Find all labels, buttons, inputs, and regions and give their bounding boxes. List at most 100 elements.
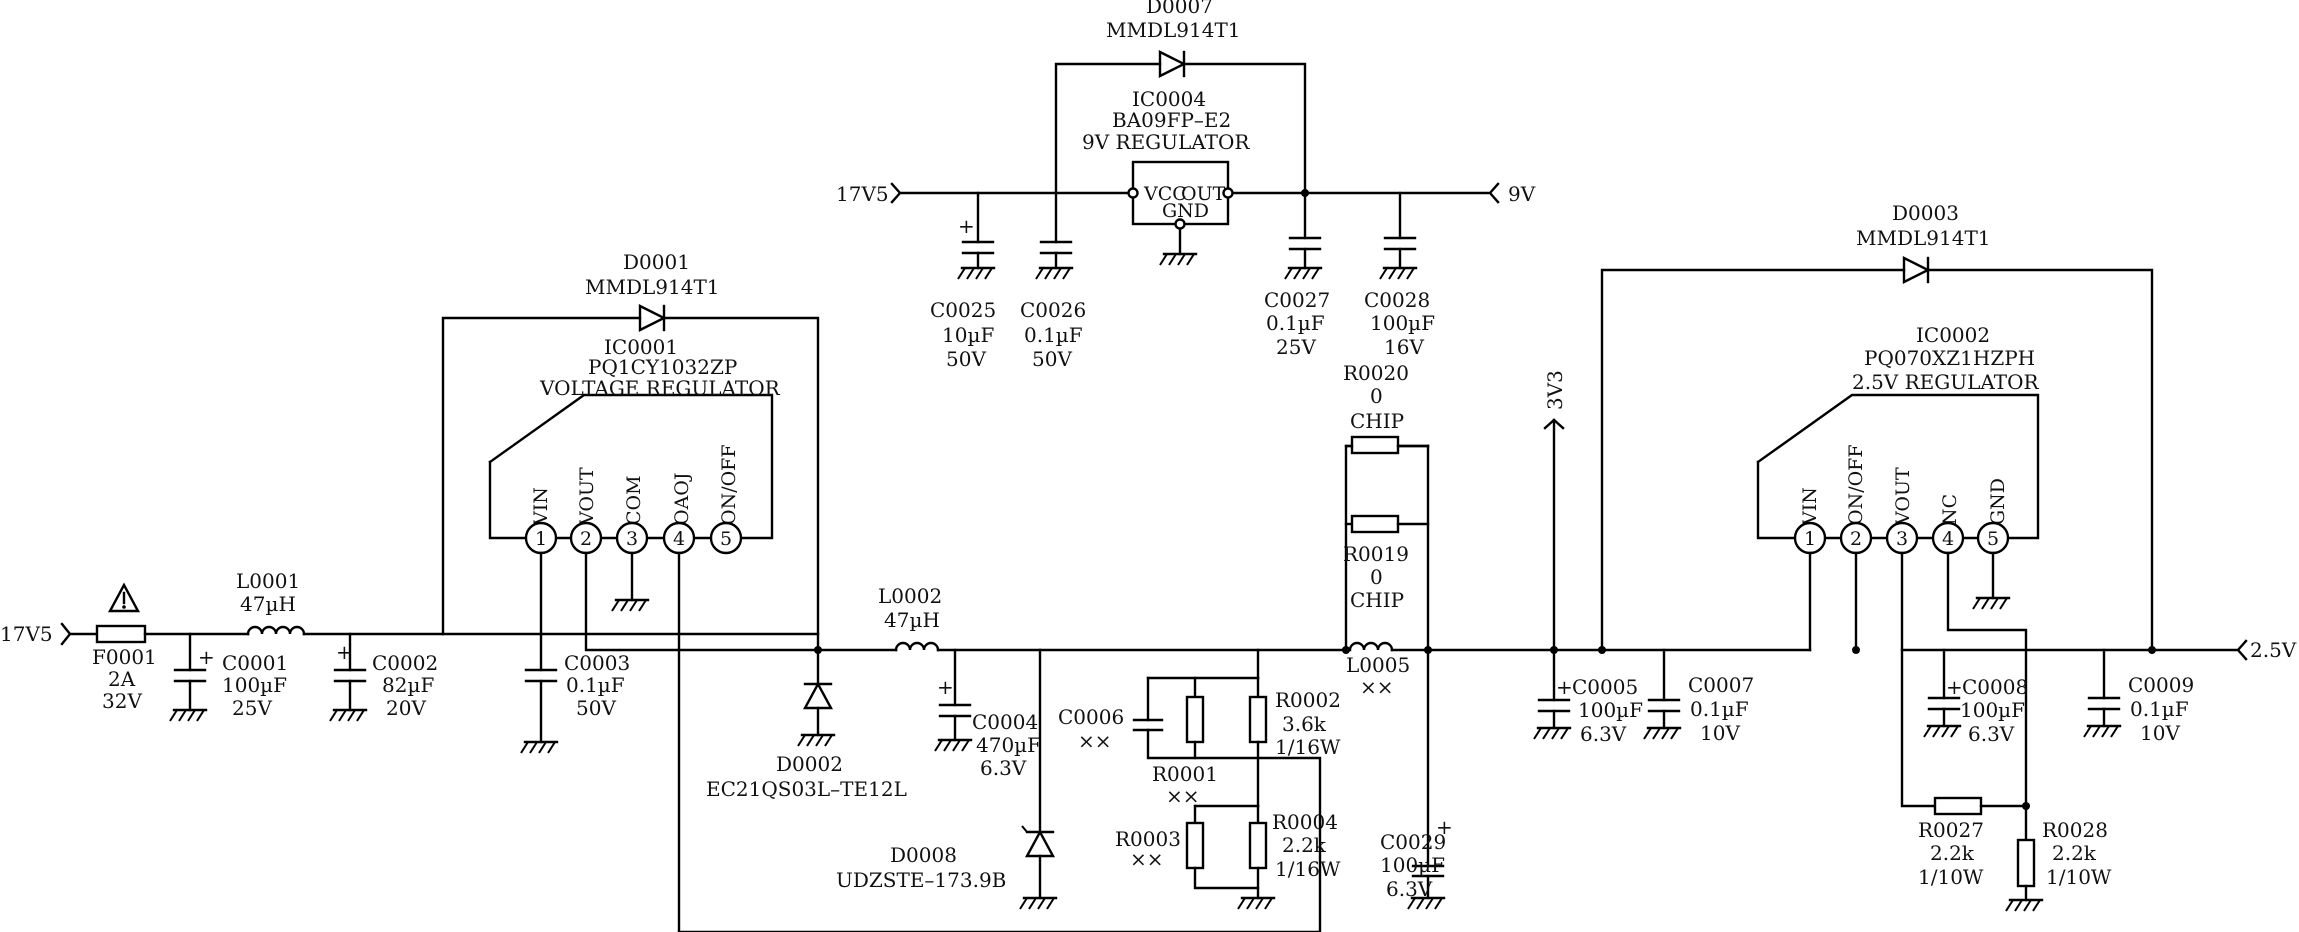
svg-text:C0026: C0026: [1020, 298, 1086, 322]
svg-text:××: ××: [1360, 675, 1394, 699]
svg-text:9V: 9V: [1508, 182, 1536, 206]
svg-text:R0004: R0004: [1272, 810, 1338, 834]
svg-text:MMDL914T1: MMDL914T1: [585, 275, 720, 299]
diode-D0001: D0001 MMDL914T1: [441, 250, 820, 652]
capacitor-C0007: C0007 0.1µF 10V: [1642, 648, 1754, 745]
capacitor-C0005: + C0005 100µF 6.3V: [1532, 648, 1643, 746]
regulator-IC0004: VCC OUT GND IC0004 BA09FP–E2 9V REGULATO…: [1082, 87, 1250, 230]
svg-text:100µF: 100µF: [1578, 698, 1643, 722]
svg-text:C0001: C0001: [222, 651, 288, 675]
svg-text:32V: 32V: [102, 689, 142, 713]
input-17v5-top: 17V5: [836, 182, 1135, 206]
svg-text:C0008: C0008: [1962, 675, 2028, 699]
svg-text:10V: 10V: [2140, 721, 2180, 745]
svg-text:ON/OFF: ON/OFF: [1845, 444, 1867, 525]
svg-text:1/10W: 1/10W: [2046, 865, 2112, 889]
svg-text:0.1µF: 0.1µF: [1266, 311, 1325, 335]
svg-text:IC0001: IC0001: [604, 335, 678, 359]
svg-text:+: +: [198, 645, 215, 669]
svg-text:50V: 50V: [1032, 347, 1072, 371]
svg-text:82µF: 82µF: [382, 673, 434, 697]
svg-text:47µH: 47µH: [240, 592, 296, 616]
svg-text:F0001: F0001: [92, 645, 157, 669]
svg-text:VIN: VIN: [1799, 487, 1821, 526]
svg-text:××: ××: [1166, 784, 1200, 808]
svg-text:VCC: VCC: [1143, 183, 1187, 205]
svg-text:2.5V: 2.5V: [2250, 638, 2297, 662]
rail-3v3: 3V3: [1543, 370, 1567, 652]
svg-text:D0003: D0003: [1892, 201, 1959, 225]
svg-text:0: 0: [1370, 384, 1383, 408]
zener-D0008: D0008 UDZSTE–173.9B: [836, 648, 1058, 911]
svg-text:C0002: C0002: [372, 651, 438, 675]
svg-text:R0028: R0028: [2042, 818, 2108, 842]
svg-text:D0008: D0008: [890, 843, 957, 867]
svg-text:470µF: 470µF: [976, 733, 1041, 757]
svg-text:COM: COM: [623, 475, 645, 525]
svg-text:C0027: C0027: [1264, 288, 1330, 312]
svg-text:EC21QS03L–TE12L: EC21QS03L–TE12L: [706, 777, 907, 801]
svg-text:+: +: [1946, 675, 1963, 699]
svg-text:0.1µF: 0.1µF: [1024, 323, 1083, 347]
svg-text:C0028: C0028: [1364, 288, 1430, 312]
svg-text:0.1µF: 0.1µF: [2130, 697, 2189, 721]
svg-text:50V: 50V: [576, 696, 616, 720]
svg-text:VIN: VIN: [530, 487, 552, 526]
svg-text:2.5V REGULATOR: 2.5V REGULATOR: [1852, 370, 2039, 394]
resistor-R0027: R0027 2.2k 1/10W: [1918, 796, 2028, 889]
svg-text:1/10W: 1/10W: [1918, 865, 1984, 889]
svg-text:5: 5: [1987, 528, 1999, 550]
svg-text:VOLTAGE REGULATOR: VOLTAGE REGULATOR: [539, 376, 781, 400]
resistor-R0004: R0004 2.2k 1/16W: [1236, 804, 1341, 911]
resistor-R0020: R0020 0 CHIP: [1343, 361, 1409, 455]
capacitor-C0025: + C0025 10µF 50V: [930, 191, 996, 371]
svg-text:R0027: R0027: [1918, 818, 1984, 842]
svg-text:2: 2: [1850, 528, 1862, 550]
svg-text:2A: 2A: [108, 667, 136, 691]
svg-text:0.1µF: 0.1µF: [1690, 697, 1749, 721]
svg-text:6.3V: 6.3V: [1580, 722, 1627, 746]
svg-text:+: +: [1556, 675, 1573, 699]
svg-text:2: 2: [580, 528, 592, 550]
svg-text:+: +: [1436, 815, 1453, 839]
regulator-IC0001: VIN VOUT COM OAOJ ON/OFF 1 2 3 4 5 IC000…: [488, 335, 781, 555]
svg-text:CHIP: CHIP: [1350, 409, 1404, 433]
svg-text:1: 1: [535, 528, 547, 550]
svg-text:4: 4: [673, 528, 685, 550]
svg-text:+: +: [937, 675, 954, 699]
svg-text:MMDL914T1: MMDL914T1: [1106, 18, 1241, 42]
diode-D0007: D0007 MMDL914T1: [1054, 0, 1307, 195]
svg-text:GND: GND: [1162, 200, 1209, 222]
svg-text:IC0004: IC0004: [1132, 87, 1206, 111]
svg-text:CHIP: CHIP: [1350, 588, 1404, 612]
svg-text:L0002: L0002: [878, 584, 942, 608]
svg-text:C0009: C0009: [2128, 673, 2194, 697]
capacitor-C0029: + C0029 100µF 6.3V: [1380, 648, 1453, 911]
svg-text:1/16W: 1/16W: [1275, 735, 1341, 759]
svg-text:20V: 20V: [386, 696, 426, 720]
svg-text:R0020: R0020: [1343, 361, 1409, 385]
svg-text:4: 4: [1942, 528, 1954, 550]
svg-text:D0007: D0007: [1146, 0, 1213, 18]
svg-text:C0003: C0003: [564, 651, 630, 675]
inductor-L0005: L0005 ××: [1346, 641, 1410, 699]
svg-text:R0003: R0003: [1115, 827, 1181, 851]
svg-text:××: ××: [1078, 729, 1112, 753]
svg-text:VOUT: VOUT: [576, 467, 598, 526]
svg-text:OAOJ: OAOJ: [671, 473, 693, 526]
svg-text:BA09FP–E2: BA09FP–E2: [1112, 108, 1231, 132]
svg-text:+: +: [958, 214, 975, 238]
inductor-L0001: L0001 47µH: [236, 569, 306, 636]
fuse-F0001: F0001 2A 32V: [92, 582, 157, 713]
svg-text:C0004: C0004: [972, 710, 1038, 734]
capacitor-C0027: C0027 0.1µF 25V: [1264, 191, 1330, 359]
svg-text:ON/OFF: ON/OFF: [718, 444, 740, 525]
svg-text:17V5: 17V5: [836, 182, 889, 206]
svg-text:3: 3: [626, 528, 638, 550]
capacitor-C0028: C0028 100µF 16V: [1364, 191, 1435, 359]
svg-text:GND: GND: [1987, 478, 2009, 525]
svg-text:MMDL914T1: MMDL914T1: [1856, 226, 1991, 250]
svg-text:5: 5: [720, 528, 732, 550]
svg-text:10µF: 10µF: [942, 323, 994, 347]
resistor-R0028: R0028 2.2k 1/10W: [2004, 818, 2112, 913]
